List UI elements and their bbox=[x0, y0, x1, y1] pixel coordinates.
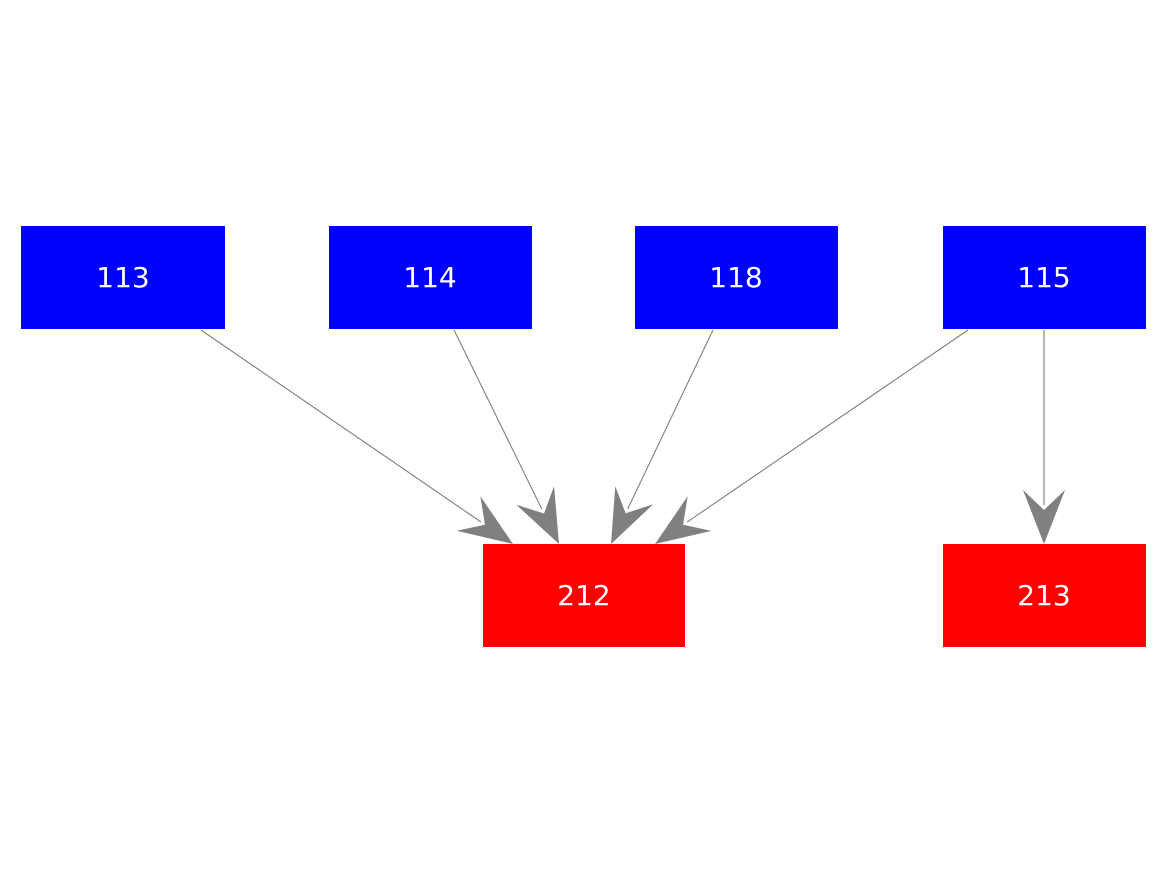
node-box[interactable] bbox=[329, 226, 532, 329]
node-115[interactable]: 115 bbox=[943, 226, 1146, 329]
arrowhead-icon bbox=[611, 486, 654, 544]
edge-line bbox=[453, 329, 543, 510]
edge-115-to-213 bbox=[1023, 330, 1065, 544]
arrowhead-icon bbox=[1023, 490, 1065, 544]
arrowhead-icon bbox=[456, 496, 513, 544]
arrowhead-icon bbox=[516, 486, 559, 544]
node-label: 213 bbox=[1017, 579, 1070, 612]
node-212[interactable]: 212 bbox=[483, 544, 685, 647]
edge-line bbox=[686, 329, 969, 523]
node-box[interactable] bbox=[21, 226, 225, 329]
node-label: 118 bbox=[709, 261, 762, 294]
node-label: 115 bbox=[1017, 261, 1070, 294]
edge-118-to-212 bbox=[611, 329, 714, 544]
edge-line bbox=[627, 329, 714, 510]
edge-113-to-212 bbox=[200, 329, 513, 544]
node-213[interactable]: 213 bbox=[943, 544, 1146, 647]
node-113[interactable]: 113 bbox=[21, 226, 225, 329]
node-label: 113 bbox=[96, 261, 149, 294]
edge-line bbox=[200, 329, 482, 523]
edge-layer bbox=[200, 329, 1065, 544]
node-118[interactable]: 118 bbox=[635, 226, 838, 329]
node-box[interactable] bbox=[483, 544, 685, 647]
edge-115-to-212 bbox=[655, 329, 969, 544]
node-label: 114 bbox=[403, 261, 456, 294]
arrowhead-icon bbox=[655, 496, 712, 544]
edge-114-to-212 bbox=[453, 329, 559, 544]
node-box[interactable] bbox=[943, 544, 1146, 647]
node-box[interactable] bbox=[943, 226, 1146, 329]
node-label: 212 bbox=[557, 579, 610, 612]
node-box[interactable] bbox=[635, 226, 838, 329]
node-114[interactable]: 114 bbox=[329, 226, 532, 329]
node-layer: 113 114 118 115 212 213 bbox=[21, 226, 1146, 647]
